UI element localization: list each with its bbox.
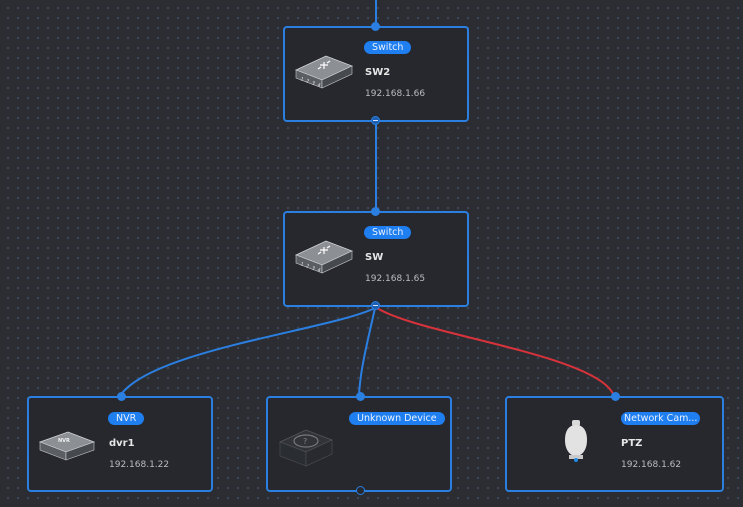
device-name: SW	[365, 252, 384, 263]
nvr-icon: NVR	[38, 431, 96, 461]
device-node-dvr1[interactable]: NVR NVR dvr1 192.168.1.22	[27, 392, 213, 492]
device-node-unknown[interactable]: ? Unknown Device	[266, 392, 452, 495]
collapse-toggle[interactable]	[371, 301, 380, 310]
expand-toggle[interactable]	[356, 486, 365, 495]
device-ip: 192.168.1.66	[365, 89, 426, 99]
link-sw-dvr1[interactable]	[119, 307, 376, 397]
switch-icon: 1 2 3 4	[294, 240, 354, 274]
device-node-sw[interactable]: 1 2 3 4 Switch SW 192.168.1.65	[283, 207, 469, 310]
input-port[interactable]	[117, 392, 126, 401]
device-ip: 192.168.1.62	[621, 460, 682, 470]
device-type-badge: Switch	[364, 226, 412, 239]
collapse-toggle[interactable]	[371, 116, 380, 125]
device-name: SW2	[365, 67, 391, 78]
input-port[interactable]	[611, 392, 620, 401]
device-ip: 192.168.1.65	[365, 274, 426, 284]
input-port[interactable]	[371, 22, 380, 31]
switch-icon: 1 2 3 4	[294, 55, 354, 89]
input-port[interactable]	[356, 392, 365, 401]
device-name: PTZ	[621, 438, 643, 449]
device-type-badge: Unknown Device	[349, 412, 445, 425]
unknown-device-icon: ?	[278, 429, 334, 467]
input-port[interactable]	[371, 207, 380, 216]
device-type-badge: Network Cam...	[621, 412, 701, 425]
device-ip: 192.168.1.22	[109, 460, 170, 470]
ptz-camera-icon	[565, 420, 587, 462]
device-type-badge: Switch	[364, 41, 412, 54]
svg-text:?: ?	[303, 437, 307, 446]
device-node-ptz[interactable]: Network Cam... PTZ 192.168.1.62	[505, 392, 724, 492]
device-type-badge: NVR	[108, 412, 145, 425]
svg-text:NVR: NVR	[58, 438, 70, 444]
device-name: dvr1	[109, 438, 135, 449]
link-sw-ptz[interactable]	[376, 307, 615, 397]
link-sw-unknown[interactable]	[358, 307, 376, 397]
device-node-sw2[interactable]: 1 2 3 4 Switch SW2 192.168.1.66	[283, 22, 469, 125]
